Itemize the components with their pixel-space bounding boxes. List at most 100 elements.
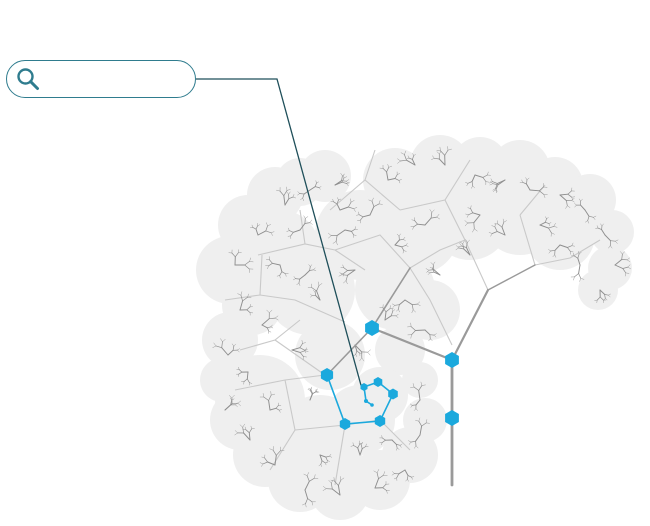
twig [355, 354, 357, 357]
twig [597, 227, 602, 230]
twig [249, 304, 251, 308]
twig [318, 186, 322, 188]
twig [242, 297, 248, 302]
twig [272, 446, 274, 451]
twig [418, 417, 421, 422]
twig [240, 291, 243, 296]
twig [444, 149, 449, 156]
twig [308, 264, 311, 267]
twig [551, 232, 555, 235]
twig [371, 197, 374, 202]
path-node [388, 388, 398, 400]
twig [234, 432, 238, 436]
twig [381, 437, 386, 441]
cluster-blob [202, 312, 258, 368]
twig [266, 326, 272, 329]
twig [482, 174, 488, 178]
twig [415, 329, 426, 331]
twig [304, 489, 309, 499]
twig [242, 423, 245, 428]
twig [332, 241, 337, 244]
twig [314, 186, 320, 188]
search-field[interactable] [6, 60, 196, 98]
twig [280, 450, 285, 452]
twig [567, 190, 572, 195]
twig [337, 197, 339, 201]
twig [601, 229, 606, 236]
twig [490, 233, 493, 237]
twig [610, 245, 613, 249]
twig [237, 349, 240, 353]
twig [344, 229, 352, 232]
twig [566, 200, 568, 207]
twig [411, 304, 414, 311]
twig [428, 338, 431, 342]
cell-boundary [274, 339, 326, 376]
twig [350, 198, 352, 203]
twig [248, 432, 251, 441]
twig [403, 250, 407, 252]
twig [396, 444, 401, 446]
twig [309, 269, 314, 271]
twig [286, 230, 290, 232]
twig [331, 479, 334, 484]
twig [392, 471, 395, 474]
twig [351, 228, 356, 232]
twig [412, 309, 416, 313]
twig [317, 281, 320, 286]
twig [584, 209, 590, 217]
path-node [373, 377, 383, 387]
cell-boundary [569, 239, 601, 259]
twig [411, 158, 416, 166]
twig [310, 387, 312, 391]
twig [578, 273, 582, 279]
twig [309, 390, 313, 395]
twig [239, 300, 244, 311]
twig [310, 389, 314, 394]
twig [404, 154, 407, 161]
twig [459, 243, 462, 247]
twig [412, 153, 414, 156]
cluster-blob [578, 270, 618, 310]
twig [315, 391, 319, 393]
twig [415, 445, 419, 449]
cell-boundary [519, 184, 546, 216]
twig [392, 303, 396, 306]
magnifier-icon [17, 68, 39, 90]
twig [417, 301, 421, 305]
twig [468, 212, 474, 216]
twig [401, 246, 405, 251]
twig [310, 295, 313, 298]
twig [261, 318, 270, 326]
twig [319, 454, 327, 458]
twig [433, 333, 437, 336]
search-input[interactable] [47, 70, 181, 88]
twig [306, 475, 310, 482]
twig [425, 419, 428, 424]
twig [387, 178, 396, 181]
twig [414, 220, 418, 225]
twig [302, 197, 304, 202]
twig [398, 233, 401, 237]
twig [326, 460, 328, 464]
twig [250, 425, 252, 430]
twig [405, 243, 408, 246]
twig [257, 224, 261, 226]
twig [288, 230, 294, 233]
twig [302, 342, 306, 344]
twig [465, 239, 468, 243]
twig [410, 440, 416, 443]
twig [267, 461, 276, 466]
twig [368, 199, 373, 202]
twig [328, 235, 332, 239]
twig [231, 343, 235, 347]
twig [427, 271, 431, 274]
twig [346, 179, 350, 182]
twig [338, 274, 343, 277]
twig [604, 294, 609, 296]
twig [394, 178, 400, 181]
twig [231, 398, 235, 401]
twig [455, 247, 459, 251]
twig [410, 405, 413, 408]
twig [307, 498, 313, 503]
